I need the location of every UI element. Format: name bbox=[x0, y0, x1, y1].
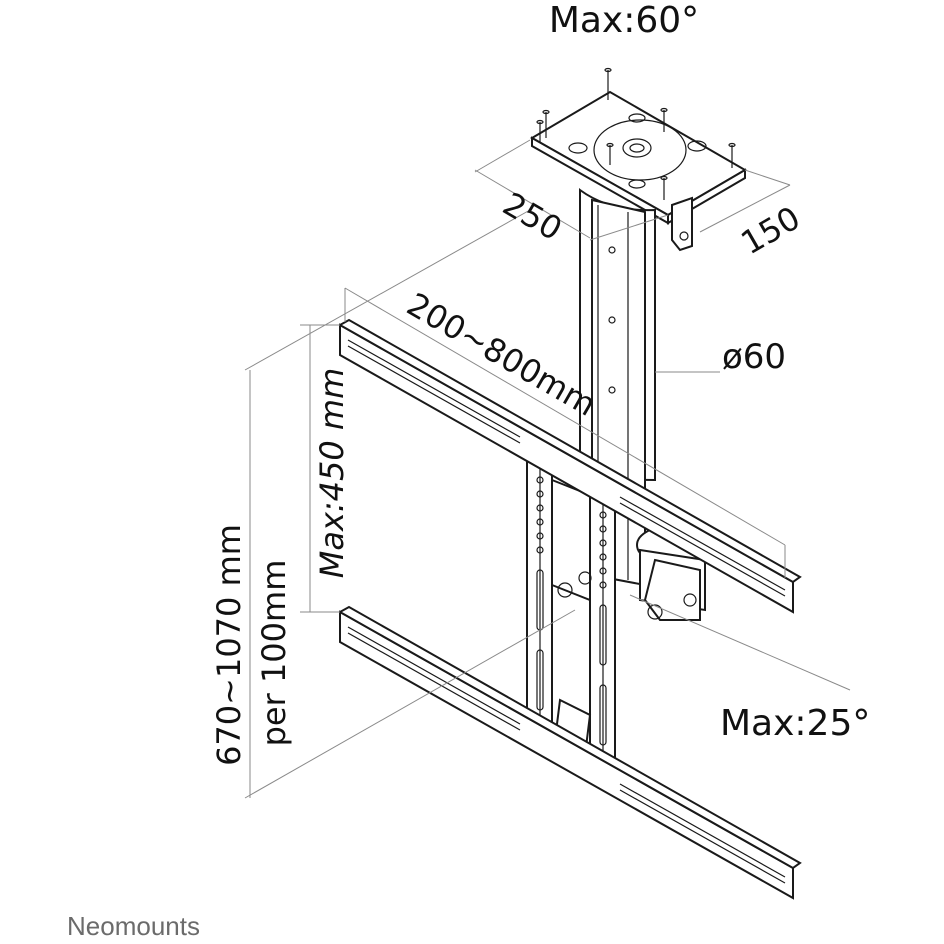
rail-bottom bbox=[337, 605, 802, 900]
vesa-arm-right bbox=[589, 483, 616, 767]
plate-width-label: 250 bbox=[497, 185, 569, 248]
brand-logo: Neomounts bbox=[67, 911, 200, 941]
drop-range-label: 670~1070 mm bbox=[210, 524, 248, 766]
center-bracket bbox=[551, 478, 592, 757]
ceiling-plate bbox=[530, 67, 747, 252]
vesa-arm-left bbox=[526, 448, 553, 732]
top-tilt-label: Max:60° bbox=[549, 0, 699, 41]
drop-step-label: per 100mm bbox=[255, 560, 293, 747]
rail-top bbox=[337, 318, 802, 614]
bottom-tilt-label: Max:25° bbox=[720, 703, 870, 744]
dimension-lines bbox=[244, 139, 851, 799]
tube-diameter-label: ø60 bbox=[722, 337, 786, 377]
plate-bolt bbox=[536, 67, 736, 200]
vesa-height-label: Max:450 mm bbox=[313, 368, 351, 579]
